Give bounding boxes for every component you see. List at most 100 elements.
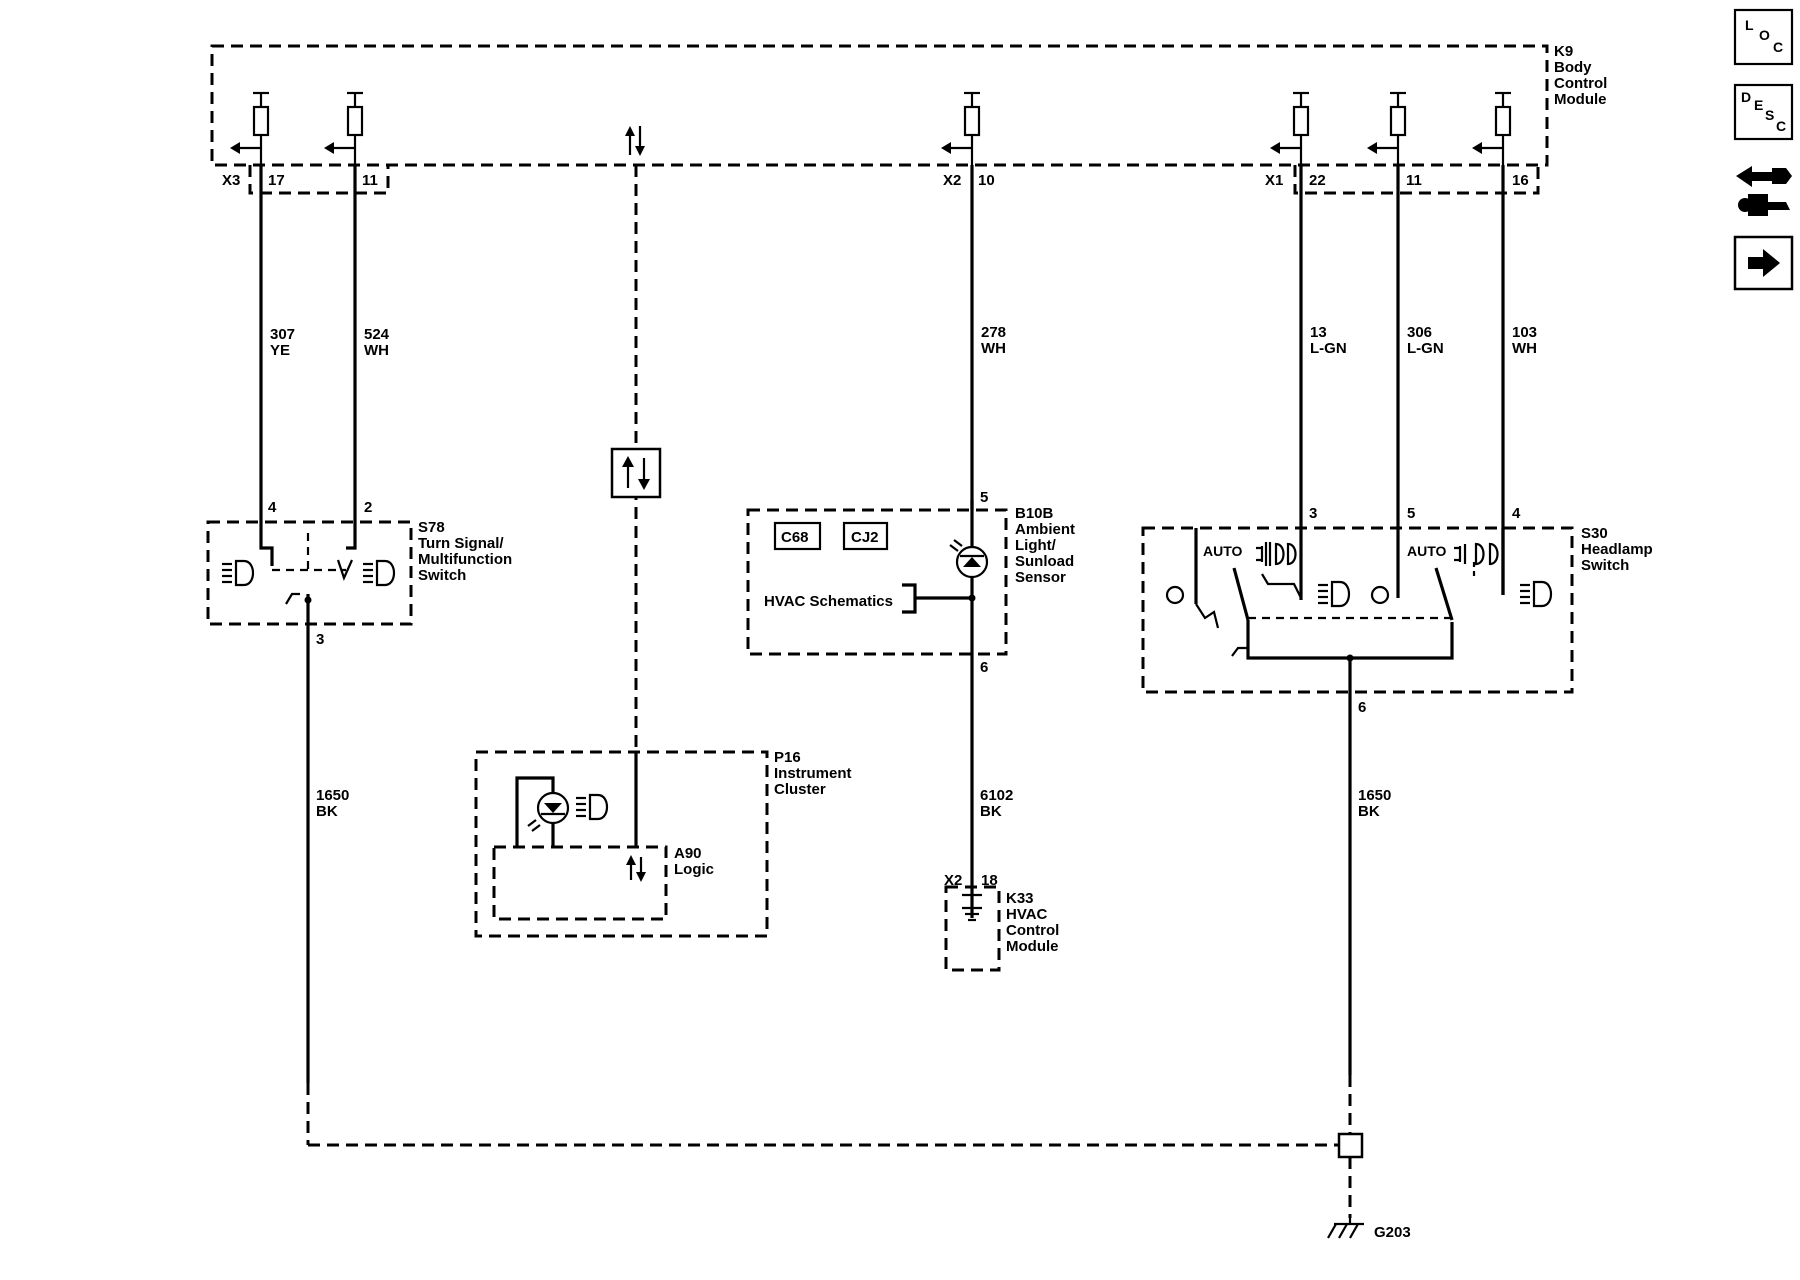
wire-color-wh: WH <box>1512 340 1537 357</box>
wire-labels: 307 YE 524 WH 278 WH 13 L-GN 306 L-GN 10… <box>270 324 1537 820</box>
k9-input-symbol <box>1367 91 1407 165</box>
ground-g203: G203 <box>1327 1132 1411 1241</box>
ground-label-g203: G203 <box>1374 1224 1411 1241</box>
connector-x2: X2 <box>943 172 961 189</box>
b10b-ambient-light-sensor: B10B Ambient Light/ Sunload Sensor 5 6 C… <box>746 489 1075 676</box>
p16-instrument-cluster: P16 Instrument Cluster A90 Logic <box>474 749 852 938</box>
wire-color-l-gn: L-GN <box>1310 340 1347 357</box>
wire-color-bk: BK <box>1358 803 1380 820</box>
k9-id: K9 <box>1554 43 1573 60</box>
option-tag-cj2 <box>842 521 889 551</box>
b10b-pin-5: 5 <box>980 489 988 506</box>
k9-name-line-1: Body <box>1554 59 1592 76</box>
desc-letter-e: E <box>1754 97 1763 113</box>
wire-color-wh: WH <box>364 342 389 359</box>
description-view-button[interactable]: D E S C <box>1733 83 1794 141</box>
wire-circuit-1650: 1650 <box>316 787 349 804</box>
b10b-pin-6: 6 <box>980 659 988 676</box>
k9-pin-x2-10: 10 <box>978 172 995 189</box>
k33-pin-18: 18 <box>981 872 998 889</box>
option-tag-c68-text: C68 <box>781 529 809 546</box>
k9-input-symbol <box>1472 91 1512 165</box>
s30-auto-label-2: AUTO <box>1407 543 1447 559</box>
desc-letter-c: C <box>1776 118 1786 134</box>
b10b-name-line-3: Sunload <box>1015 553 1074 570</box>
photodiode-icon <box>949 539 989 579</box>
b10b-name-line-2: Light/ <box>1015 537 1057 554</box>
p16-name-line-2: Cluster <box>774 781 826 798</box>
wire-color-wh: WH <box>981 340 1006 357</box>
indicator-lamp-icon <box>527 791 570 832</box>
p16-name-line-1: Instrument <box>774 765 852 782</box>
k9-body-control-module: K9 Body Control Module X3 X2 X1 17 11 10… <box>210 43 1607 195</box>
wire-circuit-306: 306 <box>1407 324 1432 341</box>
s30-name-line-2: Switch <box>1581 557 1629 574</box>
s30-pin-6: 6 <box>1358 699 1366 716</box>
wire-circuit-278: 278 <box>981 324 1006 341</box>
headlamp-high-beam-icon <box>576 793 609 821</box>
k9-name-line-3: Module <box>1554 91 1607 108</box>
b10b-name-line-1: Ambient <box>1015 521 1075 538</box>
switch-contact-off <box>1165 585 1185 605</box>
headlamp-high-beam-icon <box>1520 580 1553 608</box>
k9-pin-x3-17: 17 <box>268 172 285 189</box>
connector-x1: X1 <box>1265 172 1283 189</box>
loc-letter-l: L <box>1745 17 1754 33</box>
s78-pin-3: 3 <box>316 631 324 648</box>
k9-input-symbols <box>230 91 1512 165</box>
connector-x3: X3 <box>222 172 240 189</box>
parking-lamp-icon <box>1256 542 1297 566</box>
s78-pin-4: 4 <box>268 499 277 516</box>
location-view-button[interactable]: L O C <box>1733 8 1794 66</box>
ground-symbol-icon <box>962 893 982 922</box>
s78-name-line-2: Multifunction <box>418 551 512 568</box>
k9-name-line-2: Control <box>1554 75 1607 92</box>
wire-color-l-gn: L-GN <box>1407 340 1444 357</box>
k9-input-symbol <box>1270 91 1310 165</box>
wires <box>259 165 1505 1218</box>
s30-id: S30 <box>1581 525 1608 542</box>
desc-letter-d: D <box>1741 89 1751 105</box>
k33-id: K33 <box>1006 890 1034 907</box>
hvac-schematics-ref: HVAC Schematics <box>764 593 893 610</box>
next-arrow-icon <box>1748 249 1780 277</box>
connector-icon <box>1736 166 1792 216</box>
wire-color-bk: BK <box>316 803 338 820</box>
parking-lamp-icon <box>1454 542 1499 566</box>
wire-color-bk: BK <box>980 803 1002 820</box>
s30-auto-label-1: AUTO <box>1203 543 1243 559</box>
k9-pin-x1-16: 16 <box>1512 172 1529 189</box>
k9-pin-x3-11: 11 <box>362 172 378 189</box>
a90-id: A90 <box>674 845 702 862</box>
k33-name-line-2: Control <box>1006 922 1059 939</box>
wire-circuit-307: 307 <box>270 326 295 343</box>
nav-panel: L O C D E S C <box>1733 8 1794 291</box>
s78-name-line-3: Switch <box>418 567 466 584</box>
next-page-button[interactable] <box>1733 235 1794 291</box>
k9-input-symbol <box>230 91 270 165</box>
headlamp-high-beam-icon <box>1318 580 1351 608</box>
k9-input-symbol <box>324 91 364 165</box>
serial-data-arrows-icon <box>625 126 645 156</box>
chassis-ground-icon <box>1327 1218 1364 1239</box>
wire-circuit-103: 103 <box>1512 324 1537 341</box>
switch-contact-off <box>1370 585 1390 605</box>
s78-id: S78 <box>418 519 445 536</box>
wire-circuit-1650: 1650 <box>1358 787 1391 804</box>
serial-data-box-icon <box>610 447 662 499</box>
s30-name-line-1: Headlamp <box>1581 541 1653 558</box>
connector-view-button[interactable] <box>1736 166 1792 216</box>
s30-headlamp-switch: S30 Headlamp Switch 3 5 4 6 AUTO AUTO <box>1141 505 1653 716</box>
wire-circuit-6102: 6102 <box>980 787 1013 804</box>
connector-x2-k33: X2 <box>944 872 962 889</box>
a90-name-line-1: Logic <box>674 861 714 878</box>
k33-name-line-3: Module <box>1006 938 1059 955</box>
splice-pack <box>1337 1132 1364 1159</box>
k9-pin-x1-22: 22 <box>1309 172 1326 189</box>
k9-pin-x1-11: 11 <box>1406 172 1422 189</box>
b10b-name-line-4: Sensor <box>1015 569 1066 586</box>
k9-input-symbol <box>941 91 981 165</box>
s78-name-line-1: Turn Signal/ <box>418 535 504 552</box>
s78-pin-2: 2 <box>364 499 372 516</box>
